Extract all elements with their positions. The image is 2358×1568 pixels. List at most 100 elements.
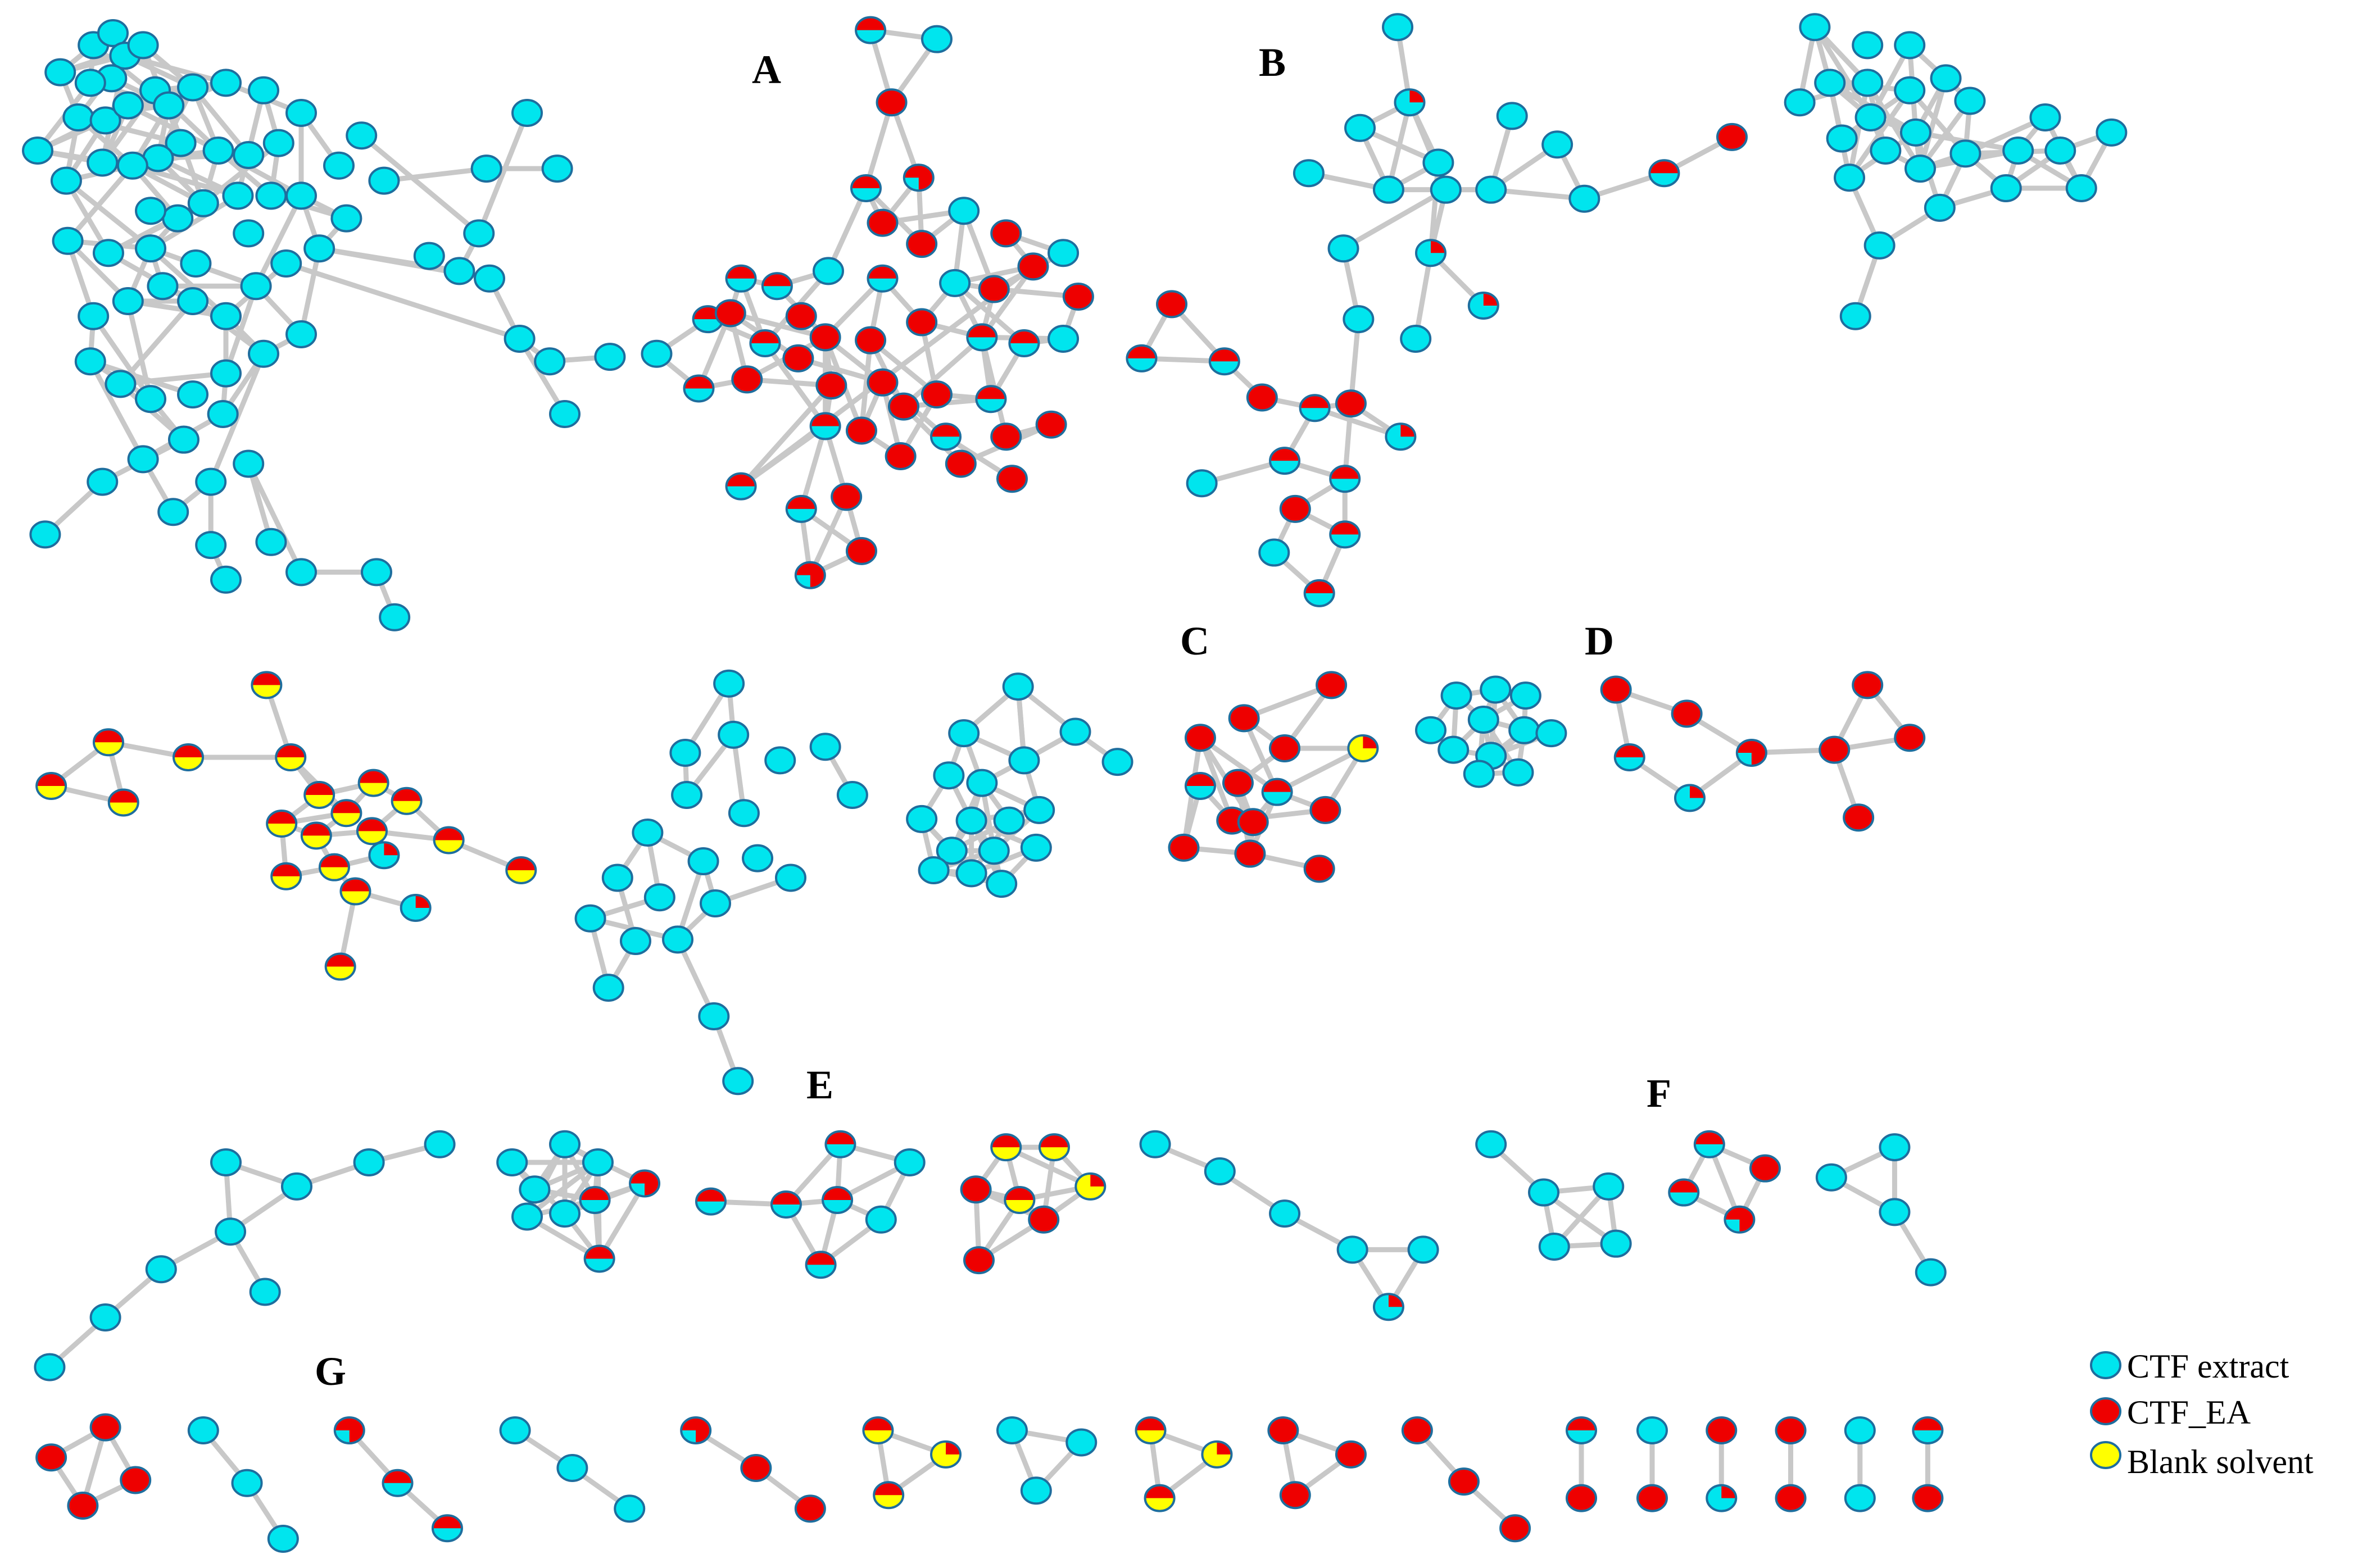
node-body xyxy=(369,167,399,194)
node-outline xyxy=(1303,855,1335,883)
node-outline xyxy=(906,308,938,337)
node-outline xyxy=(255,528,287,556)
network-node xyxy=(888,392,919,421)
node-body xyxy=(1916,1259,1946,1285)
network-node xyxy=(97,19,129,47)
network-node xyxy=(1636,1484,1668,1512)
network-node xyxy=(177,287,209,315)
network-node xyxy=(1065,1428,1098,1457)
node-outline xyxy=(1852,31,1884,60)
network-node xyxy=(822,1185,854,1214)
node-outline xyxy=(1347,734,1379,762)
network-node xyxy=(643,883,675,912)
node-body xyxy=(846,417,876,444)
node-outline xyxy=(978,837,1010,865)
node-body xyxy=(425,1131,455,1157)
cluster-label-f: F xyxy=(1647,1071,1671,1116)
network-node xyxy=(127,445,159,474)
network-node xyxy=(966,323,998,352)
node-outline xyxy=(1327,234,1359,263)
node-outline xyxy=(1648,159,1680,188)
node-segment xyxy=(1725,1219,1740,1233)
network-node xyxy=(549,1199,581,1228)
node-outline xyxy=(1693,1130,1725,1158)
node-segment xyxy=(1136,1417,1166,1430)
network-node xyxy=(1228,704,1260,733)
node-outline xyxy=(1924,193,1956,222)
node-outline xyxy=(505,856,537,885)
node-segment xyxy=(432,1515,462,1529)
network-node xyxy=(1541,130,1573,159)
node-outline xyxy=(1775,1484,1807,1512)
node-outline xyxy=(785,494,817,523)
node-outline xyxy=(920,380,953,409)
node-body xyxy=(795,1496,825,1522)
node-outline xyxy=(1062,282,1094,311)
network-node xyxy=(1327,234,1359,263)
node-outline xyxy=(1168,833,1200,862)
node-outline xyxy=(687,847,719,875)
node-outline xyxy=(855,16,887,44)
cluster-label-g: G xyxy=(315,1349,346,1394)
node-outline xyxy=(1035,410,1067,439)
network-node xyxy=(270,862,302,890)
network-node xyxy=(1480,675,1512,704)
network-node xyxy=(1819,735,1851,764)
node-segment xyxy=(1005,1187,1035,1200)
node-outline xyxy=(1372,1293,1404,1321)
node-body xyxy=(256,183,286,209)
network-node xyxy=(303,234,335,263)
node-body xyxy=(520,1176,550,1203)
node-body xyxy=(817,372,846,399)
network-node xyxy=(1784,88,1816,117)
node-body xyxy=(1601,1230,1631,1257)
node-body xyxy=(1707,1417,1736,1443)
network-edge xyxy=(1348,316,1361,406)
node-outline xyxy=(1467,706,1499,734)
node-segment xyxy=(726,473,756,487)
network-node xyxy=(240,272,272,301)
node-outline xyxy=(89,1303,121,1331)
node-outline xyxy=(262,129,294,157)
node-body xyxy=(1543,131,1572,158)
network-node xyxy=(356,817,388,846)
node-outline xyxy=(1422,148,1454,177)
node-outline xyxy=(266,809,298,838)
network-node xyxy=(1863,231,1896,260)
network-node xyxy=(511,1202,543,1231)
node-body xyxy=(90,1305,120,1330)
node-segment xyxy=(357,818,387,831)
network-node xyxy=(318,853,350,881)
node-outline xyxy=(1815,1163,1847,1192)
network-node xyxy=(1401,1416,1433,1444)
node-segment xyxy=(174,744,203,758)
node-body xyxy=(256,529,286,555)
node-body xyxy=(1906,156,1935,182)
node-body xyxy=(234,142,264,169)
network-node xyxy=(960,1175,992,1204)
network-node xyxy=(1204,1157,1236,1186)
node-segment xyxy=(726,265,756,279)
node-outline xyxy=(50,166,82,195)
node-outline xyxy=(641,339,673,368)
node-body xyxy=(146,1256,176,1283)
node-outline xyxy=(1135,1416,1167,1444)
node-segment xyxy=(967,324,997,338)
cluster-label-d: D xyxy=(1585,619,1614,663)
node-outline xyxy=(862,1416,894,1444)
node-body xyxy=(136,386,165,412)
node-body xyxy=(163,205,193,231)
network-node xyxy=(1467,292,1499,320)
node-segment xyxy=(37,772,66,786)
node-outline xyxy=(496,1148,528,1176)
node-body xyxy=(1310,797,1340,823)
network-node xyxy=(1894,724,1926,752)
node-body xyxy=(557,1455,587,1481)
network-node xyxy=(1101,748,1133,776)
node-body xyxy=(178,288,208,314)
network-node xyxy=(78,302,110,330)
node-body xyxy=(810,324,840,351)
node-body xyxy=(1476,1131,1506,1157)
node-body xyxy=(75,70,105,96)
